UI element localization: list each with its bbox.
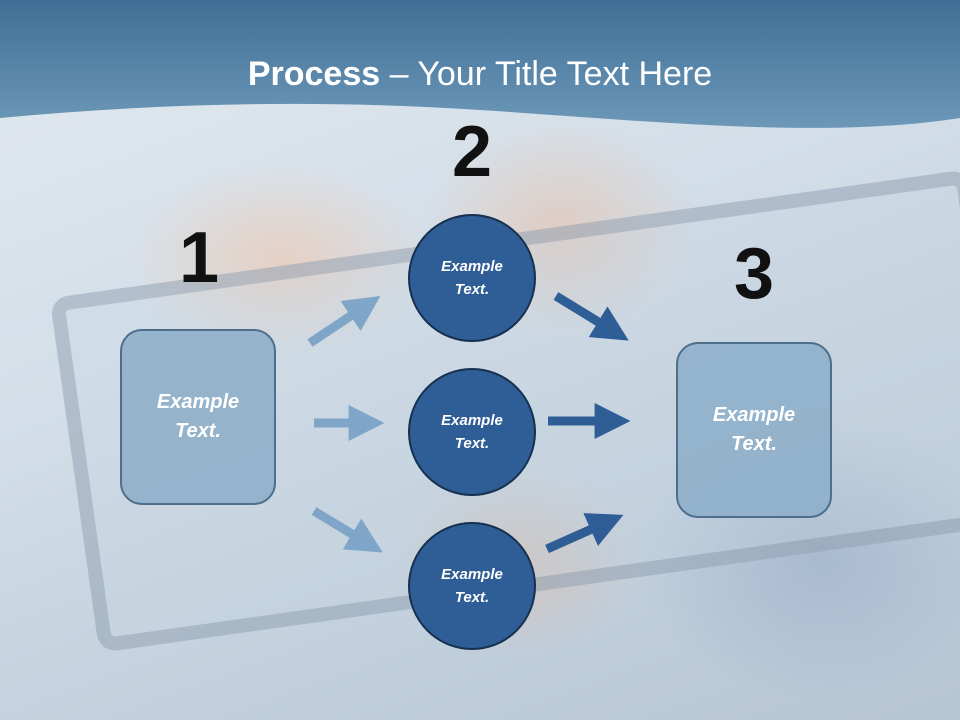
title-rest: – Your Title Text Here	[380, 55, 713, 93]
step-3-text-line-2: Text.	[731, 433, 777, 455]
step-2-circle-top: Example Text.	[408, 214, 536, 342]
step-1-text-line-1: Example	[156, 391, 240, 413]
step-1-number: 1	[178, 218, 220, 298]
page-title: Process – Your Title Text Here	[0, 54, 960, 94]
circle-top-line-2: Text.	[454, 281, 490, 298]
step-3-box: Example Text.	[676, 342, 832, 518]
arrow-2-bottom-to-3	[545, 513, 624, 554]
circle-top-line-1: Example	[441, 258, 503, 275]
step-3-number: 3	[733, 234, 775, 314]
title-banner: Process – Your Title Text Here	[0, 0, 960, 150]
step-2-circle-bottom: Example Text.	[408, 522, 536, 650]
title-bold: Process	[247, 55, 381, 93]
step-1-box: Example Text.	[120, 329, 276, 505]
arrow-2-top-to-3	[553, 292, 629, 341]
title-banner-wave	[0, 0, 960, 128]
step-2-circle-middle: Example Text.	[408, 368, 536, 496]
circle-middle-line-2: Text.	[454, 435, 490, 452]
arrow-1-to-2-top	[307, 296, 381, 347]
circle-bottom-line-1: Example	[441, 566, 503, 583]
circle-middle-line-1: Example	[441, 412, 503, 429]
circle-bottom-line-2: Text.	[454, 589, 490, 606]
step-2-number: 2	[451, 112, 493, 192]
arrow-1-to-2-bottom	[311, 507, 383, 553]
step-3-text-line-1: Example	[712, 404, 796, 426]
step-1-text-line-2: Text.	[175, 420, 221, 442]
